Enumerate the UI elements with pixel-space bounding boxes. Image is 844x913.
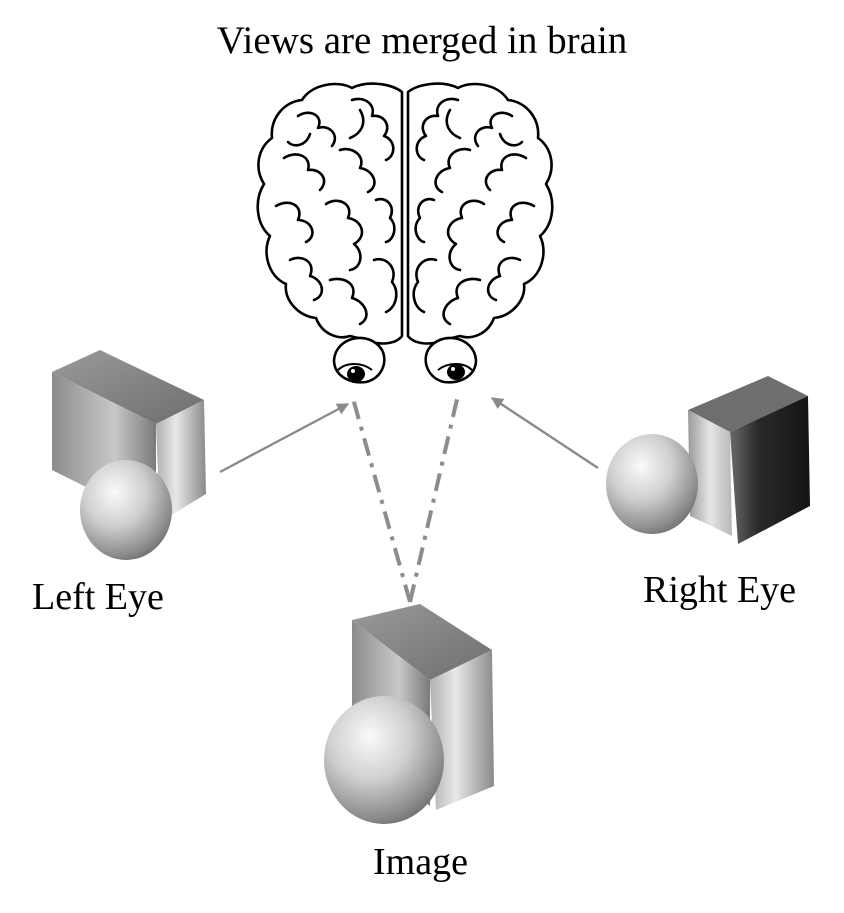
image-object-icon: [324, 604, 494, 824]
right-view-dashed-line: [408, 394, 460, 603]
diagram-title: Views are merged in brain: [216, 19, 628, 62]
left-eye-label: Left Eye: [32, 576, 164, 618]
eye-icon: [424, 336, 478, 384]
left-eye-arrow: [219, 402, 350, 474]
eye-icon: [332, 336, 386, 384]
left-eye-object-icon: [52, 350, 206, 560]
right-eye-object-icon: [606, 376, 810, 544]
image-label: Image: [373, 841, 468, 883]
right-eye-arrow: [490, 396, 599, 470]
left-view-dashed-line: [350, 394, 412, 603]
right-eye-label: Right Eye: [643, 569, 797, 611]
brain-icon: [256, 82, 554, 345]
